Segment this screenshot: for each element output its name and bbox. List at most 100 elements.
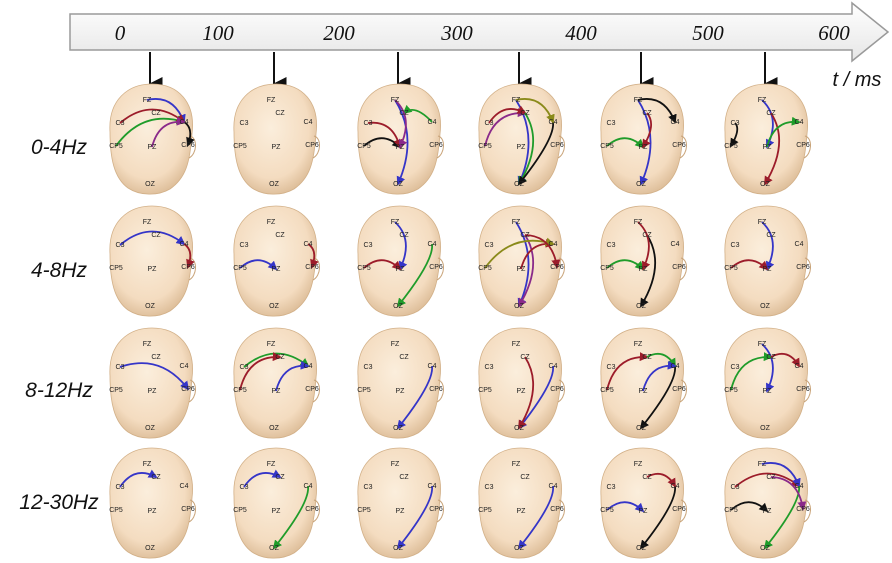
connectivity-arrow: [606, 137, 645, 149]
electrode-label: C4: [180, 483, 189, 490]
connectivity-arrow: [488, 105, 527, 124]
electrode-label: OZ: [636, 181, 646, 188]
electrode-label: OZ: [760, 425, 770, 432]
electrode-label: FZ: [143, 97, 152, 104]
ear-outline: [312, 499, 320, 523]
electrode-label: C4: [795, 363, 804, 370]
electrode-label: FZ: [391, 461, 400, 468]
connectivity-arrow: [367, 121, 403, 149]
connectivity-arrow: [524, 234, 561, 269]
electrode-label: FZ: [634, 219, 643, 226]
ear-outline: [803, 257, 811, 281]
electrode-label: CP6: [429, 506, 443, 513]
ear-outline: [436, 379, 444, 403]
ear-outline: [188, 379, 196, 403]
electrode-label: C3: [364, 484, 373, 491]
band-label-4-8hz: 4-8Hz: [30, 259, 88, 282]
connectivity-arrow: [275, 360, 310, 392]
electrode-label: C4: [428, 241, 437, 248]
connectivity-arrow: [119, 362, 190, 391]
electrode-label: CP6: [305, 386, 319, 393]
electrode-label: OZ: [393, 545, 403, 552]
electrode-label: CZ: [766, 232, 776, 239]
electrode-label: CZ: [766, 110, 776, 117]
connectivity-arrow: [239, 259, 278, 271]
electrode-label: CZ: [151, 354, 161, 361]
electrode-label: CP6: [672, 386, 686, 393]
electrode-label: C4: [795, 241, 804, 248]
electrode-label: FZ: [267, 341, 276, 348]
connectivity-arrow: [363, 259, 402, 271]
electrode-label: CP5: [357, 143, 371, 150]
connectivity-arrow: [761, 462, 801, 488]
connectivity-arrow: [239, 352, 282, 391]
electrode-label: OZ: [636, 545, 646, 552]
electrode-label: CP6: [429, 142, 443, 149]
electrode-label: OZ: [760, 303, 770, 310]
electrode-label: CZ: [642, 474, 652, 481]
electrode-label: FZ: [758, 97, 767, 104]
time-tick-label: 300: [440, 21, 473, 45]
connectivity-arrow: [606, 259, 645, 271]
electrode-label: C4: [428, 363, 437, 370]
electrode-label: CP5: [109, 143, 123, 150]
electrode-label: PZ: [148, 508, 158, 515]
ear-outline: [679, 257, 687, 281]
electrode-label: OZ: [269, 425, 279, 432]
electrode-label: FZ: [267, 97, 276, 104]
time-tick-label: 500: [692, 21, 724, 45]
electrode-label: C4: [428, 483, 437, 490]
connectivity-arrow: [394, 99, 408, 149]
electrode-label: CP5: [357, 507, 371, 514]
connectivity-arrow: [730, 501, 769, 513]
electrode-label: CZ: [520, 110, 530, 117]
electrode-label: CZ: [275, 110, 285, 117]
electrode-label: FZ: [758, 341, 767, 348]
electrode-label: FZ: [758, 461, 767, 468]
electrode-label: CP5: [478, 265, 492, 272]
electrode-label: CZ: [766, 474, 776, 481]
electrode-label: FZ: [143, 341, 152, 348]
electrode-label: PZ: [396, 144, 406, 151]
head-silhouette: [478, 447, 562, 559]
electrode-label: FZ: [512, 219, 521, 226]
electrode-label: CZ: [399, 354, 409, 361]
head-silhouette: [233, 327, 317, 439]
electrode-label: CP5: [357, 387, 371, 394]
electrode-label: CZ: [399, 110, 409, 117]
ear-outline: [436, 257, 444, 281]
electrode-label: FZ: [512, 461, 521, 468]
electrode-label: OZ: [269, 181, 279, 188]
electrode-label: CP6: [550, 264, 564, 271]
connectivity-arrow: [642, 360, 677, 392]
electrode-label: CZ: [766, 354, 776, 361]
electrode-label: CP6: [550, 506, 564, 513]
band-label-0-4hz: 0-4Hz: [30, 136, 88, 159]
ear-outline: [803, 379, 811, 403]
electrode-label: C3: [607, 364, 616, 371]
electrode-label: CP6: [796, 506, 810, 513]
electrode-label: C4: [428, 119, 437, 126]
electrode-label: PZ: [763, 388, 773, 395]
electrode-label: PZ: [763, 144, 773, 151]
electrode-label: CP5: [600, 265, 614, 272]
connectivity-arrow: [637, 221, 651, 271]
electrode-label: OZ: [145, 425, 155, 432]
electrode-label: CP6: [672, 142, 686, 149]
connectivity-arrow: [307, 243, 319, 269]
electrode-label: CP6: [429, 386, 443, 393]
connectivity-arrow: [119, 469, 158, 488]
electrode-label: C3: [116, 364, 125, 371]
electrode-label: CZ: [520, 232, 530, 239]
connectivity-arrow: [642, 112, 652, 149]
